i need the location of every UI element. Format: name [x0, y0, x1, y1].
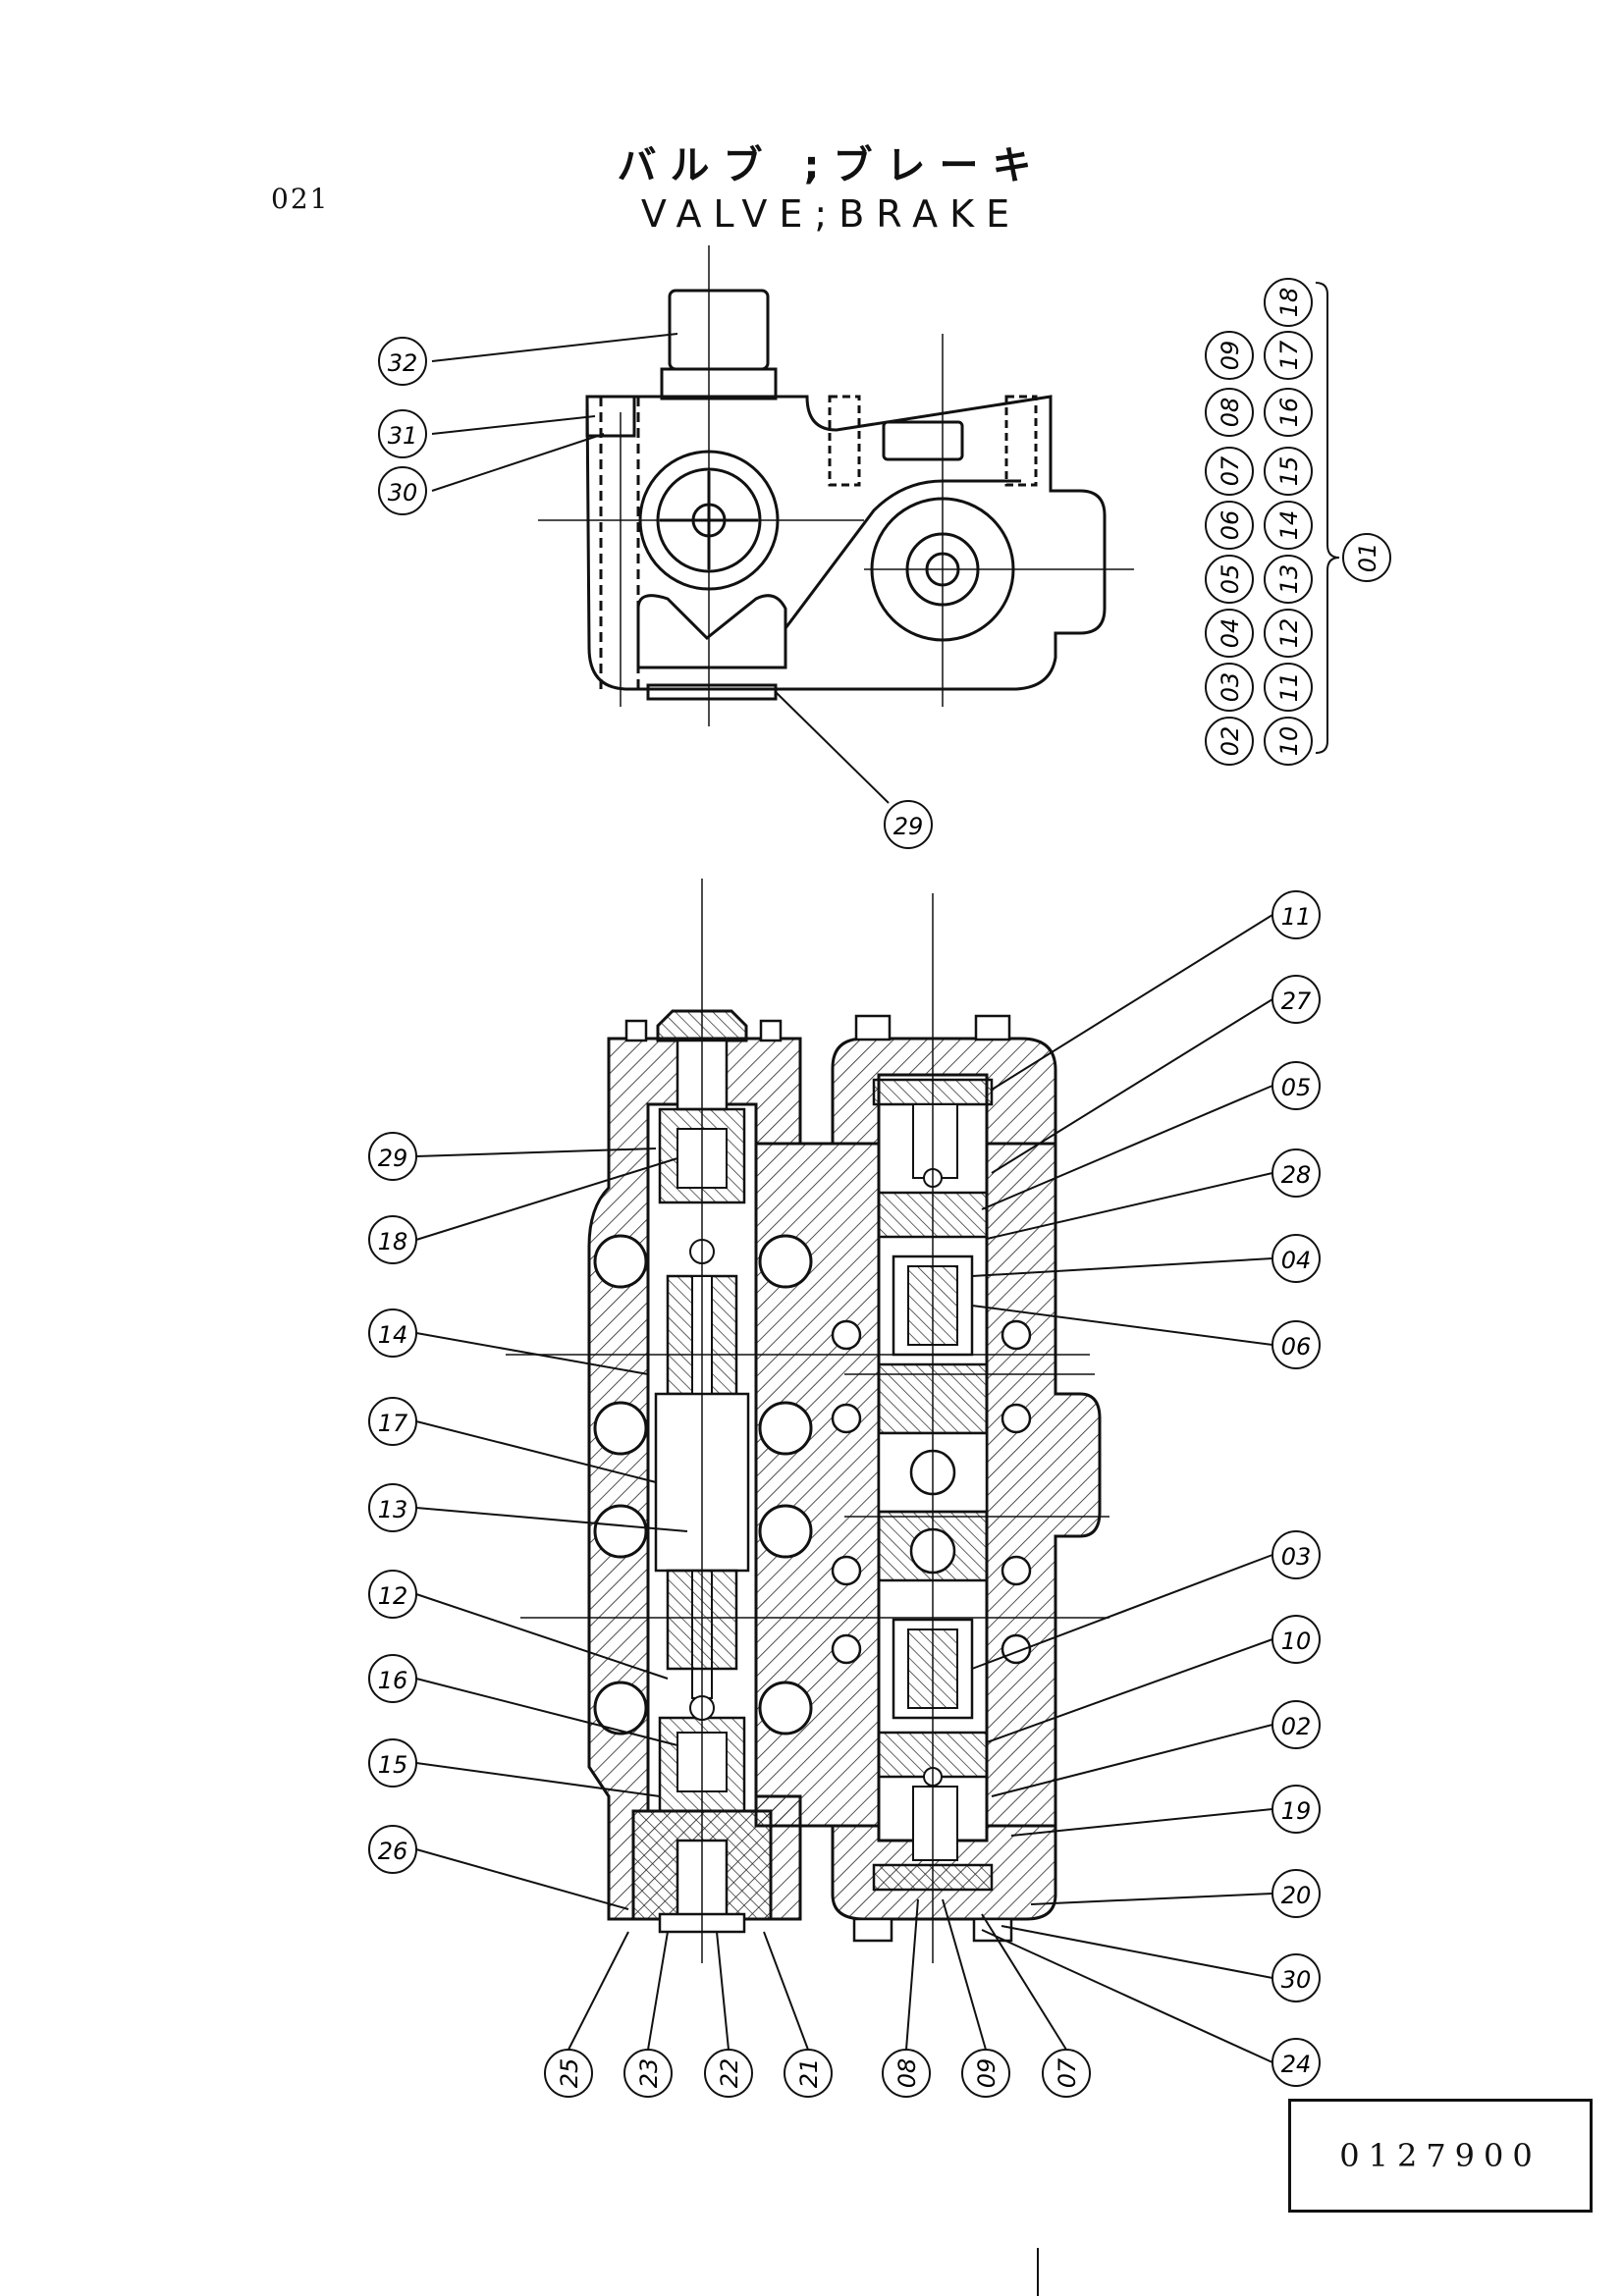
callout-bottom-08: 08 — [893, 2058, 921, 2089]
group-brace — [1315, 282, 1340, 754]
callout-right-06: 06 — [1281, 1333, 1312, 1361]
callout-bottom-07: 07 — [1054, 2057, 1081, 2088]
callout-left-18: 18 — [378, 1228, 408, 1255]
group-part-06: 06 — [1217, 510, 1244, 541]
callout-right-24: 24 — [1281, 2051, 1312, 2078]
callout-right-28: 28 — [1281, 1161, 1312, 1189]
callout-right-20: 20 — [1281, 1882, 1312, 1909]
group-part-07: 07 — [1217, 455, 1244, 486]
group-part-16: 16 — [1275, 398, 1303, 428]
callout-right-27: 27 — [1281, 988, 1312, 1015]
callout-bottom-23: 23 — [635, 2058, 663, 2089]
callout-left-29: 29 — [378, 1145, 408, 1172]
section-callouts-right: 11 27 05 28 04 06 03 10 02 19 20 30 24 — [1271, 890, 1321, 2087]
group-part-05: 05 — [1217, 564, 1244, 595]
callout-top-32: 32 — [388, 349, 418, 377]
callout-bottom-22: 22 — [716, 2058, 743, 2089]
callout-right-05: 05 — [1281, 1074, 1312, 1101]
callout-right-10: 10 — [1281, 1628, 1312, 1655]
callout-top-31: 31 — [388, 422, 418, 450]
title-japanese: バルブ ;ブレーキ — [617, 143, 1046, 188]
callout-right-19: 19 — [1281, 1797, 1312, 1825]
callout-bottom-09: 09 — [973, 2058, 1001, 2089]
callout-left-13: 13 — [378, 1496, 408, 1523]
page-number: 021 — [271, 183, 330, 215]
group-part-03: 03 — [1217, 672, 1244, 703]
group-part-09: 09 — [1217, 341, 1244, 371]
callout-right-02: 02 — [1281, 1713, 1312, 1740]
callout-left-17: 17 — [378, 1410, 408, 1437]
top-view-callouts: 32 31 30 29 — [378, 337, 933, 849]
callout-left-12: 12 — [378, 1582, 408, 1610]
drawing-code-box: 0127900 — [1288, 2099, 1593, 2213]
group-part-14: 14 — [1275, 510, 1303, 541]
group-part-18: 18 — [1275, 288, 1303, 318]
callout-left-16: 16 — [378, 1667, 408, 1694]
group-part-02: 02 — [1217, 726, 1244, 757]
group-part-12: 12 — [1275, 618, 1303, 649]
top-view — [538, 245, 1134, 726]
callout-left-15: 15 — [378, 1751, 408, 1779]
callout-right-30: 30 — [1281, 1966, 1312, 1994]
group-assembly-01: 01 — [1354, 543, 1381, 573]
group-part-04: 04 — [1217, 618, 1244, 649]
section-view — [506, 879, 1109, 1963]
callout-right-04: 04 — [1281, 1247, 1312, 1274]
callout-left-14: 14 — [378, 1321, 408, 1349]
parts-group: 02 03 04 05 06 07 08 09 10 11 12 13 14 1… — [1205, 278, 1391, 766]
title-english: VALVE;BRAKE — [640, 192, 1022, 236]
section-callouts-bottom: 25 23 22 21 08 09 07 — [544, 2049, 1091, 2098]
callout-bottom-21: 21 — [795, 2058, 823, 2089]
group-part-11: 11 — [1275, 672, 1303, 703]
group-part-13: 13 — [1275, 564, 1303, 595]
callout-bottom-25: 25 — [556, 2058, 583, 2089]
group-part-10: 10 — [1275, 726, 1303, 757]
callout-top-30: 30 — [388, 479, 418, 507]
callout-left-26: 26 — [378, 1838, 408, 1865]
group-part-17: 17 — [1275, 340, 1303, 370]
group-part-08: 08 — [1217, 398, 1244, 428]
callout-right-11: 11 — [1281, 903, 1312, 931]
callout-right-03: 03 — [1281, 1543, 1312, 1571]
callout-top-29: 29 — [893, 813, 924, 840]
section-callouts-left: 29 18 14 17 13 12 16 15 26 — [368, 1132, 417, 1874]
group-part-15: 15 — [1275, 456, 1303, 487]
